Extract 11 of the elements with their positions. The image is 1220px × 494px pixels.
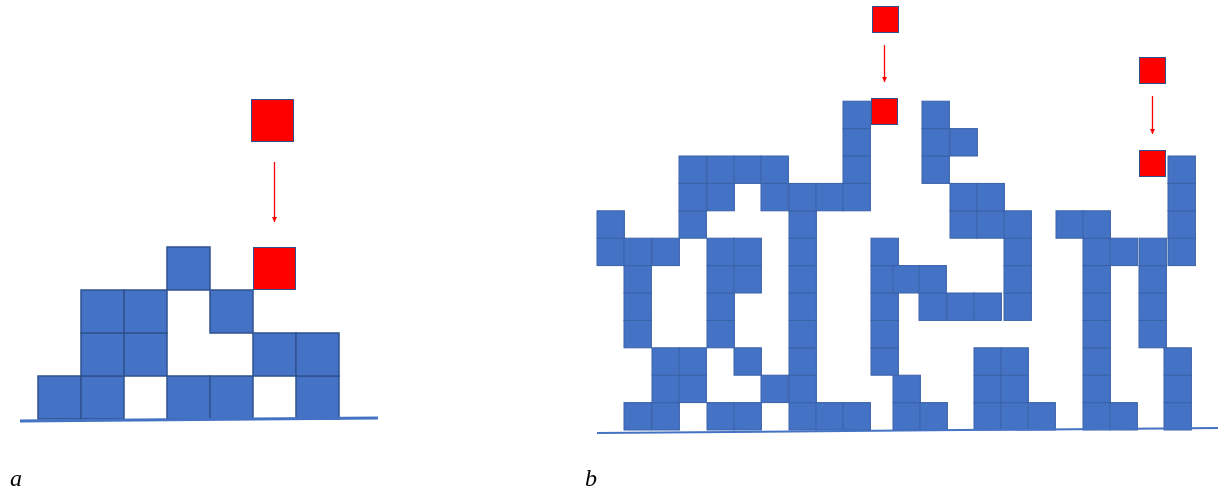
falling-block bbox=[871, 98, 898, 125]
falling-block bbox=[872, 6, 899, 33]
arrow bbox=[271, 161, 278, 223]
falling-block bbox=[1139, 57, 1166, 84]
arrow bbox=[1149, 95, 1156, 135]
falling-block bbox=[251, 99, 294, 142]
arrow bbox=[881, 44, 888, 83]
panel-label: a bbox=[10, 466, 22, 490]
falling-block bbox=[1139, 150, 1166, 177]
panel-label: b bbox=[585, 466, 597, 490]
falling-block bbox=[253, 247, 296, 290]
